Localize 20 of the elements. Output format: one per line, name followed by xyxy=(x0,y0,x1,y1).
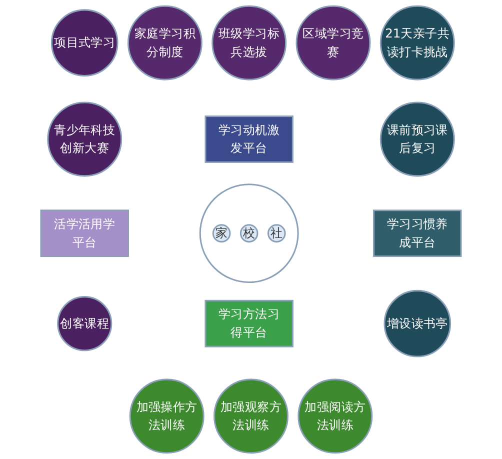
node-circle: 社 xyxy=(267,224,286,242)
node-circle: 加强观察方法训练 xyxy=(214,378,288,454)
node-circle: 家庭学习积分制度 xyxy=(127,5,202,80)
node-circle: 班级学习标兵选拔 xyxy=(212,5,287,80)
node-box: 学习方法习得平台 xyxy=(204,300,294,348)
node-circle: 区域学习竞赛 xyxy=(296,5,371,80)
node-circle: 校 xyxy=(240,224,258,242)
node-box: 活学活用学平台 xyxy=(40,210,129,258)
node-circle: 课前预习课后复习 xyxy=(380,102,455,177)
node-circle: 青少年科技创新大赛 xyxy=(47,102,122,177)
node-circle: 创客课程 xyxy=(57,296,112,352)
node-circle: 家 xyxy=(212,224,231,242)
cluster xyxy=(199,184,299,284)
node-circle: 加强阅读方法训练 xyxy=(298,378,373,454)
node-circle: 加强操作方法训练 xyxy=(129,378,204,454)
node-box: 学习动机激发平台 xyxy=(204,116,294,163)
node-circle: 项目式学习 xyxy=(50,9,118,76)
node-box: 学习习惯养成平台 xyxy=(373,210,462,258)
node-circle: 21天亲子共读打卡挑战 xyxy=(380,5,455,80)
node-circle: 增设读书亭 xyxy=(384,290,452,358)
